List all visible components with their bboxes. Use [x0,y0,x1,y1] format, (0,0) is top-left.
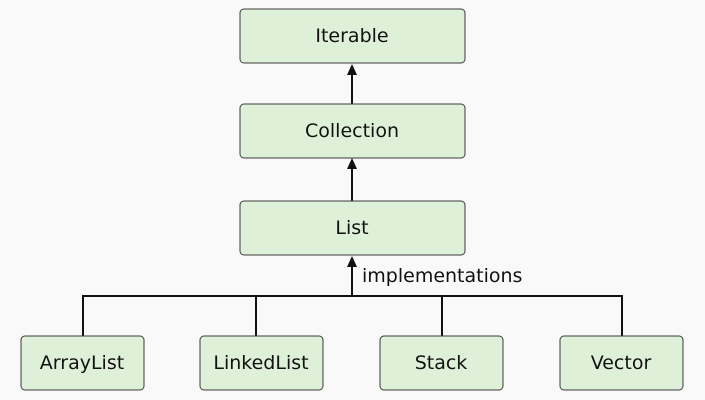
node-vector-label: Vector [591,352,652,374]
edge-implementations-to-list [347,256,357,296]
node-collection-label: Collection [305,120,399,142]
implementations-label: implementations [362,265,522,287]
node-list: List [239,200,466,256]
node-iterable: Iterable [239,8,466,64]
node-stack: Stack [379,335,504,391]
node-stack-label: Stack [415,352,468,374]
implementations-bus [82,295,623,336]
node-arraylist: ArrayList [20,335,145,391]
node-arraylist-label: ArrayList [40,352,124,374]
edge-collection-to-iterable [347,64,357,104]
node-list-label: List [335,217,368,239]
edge-list-to-collection [347,158,357,201]
node-vector: Vector [559,335,684,391]
node-collection: Collection [239,103,466,159]
node-linkedlist-label: LinkedList [213,352,308,374]
node-iterable-label: Iterable [315,25,388,47]
node-linkedlist: LinkedList [199,335,324,391]
